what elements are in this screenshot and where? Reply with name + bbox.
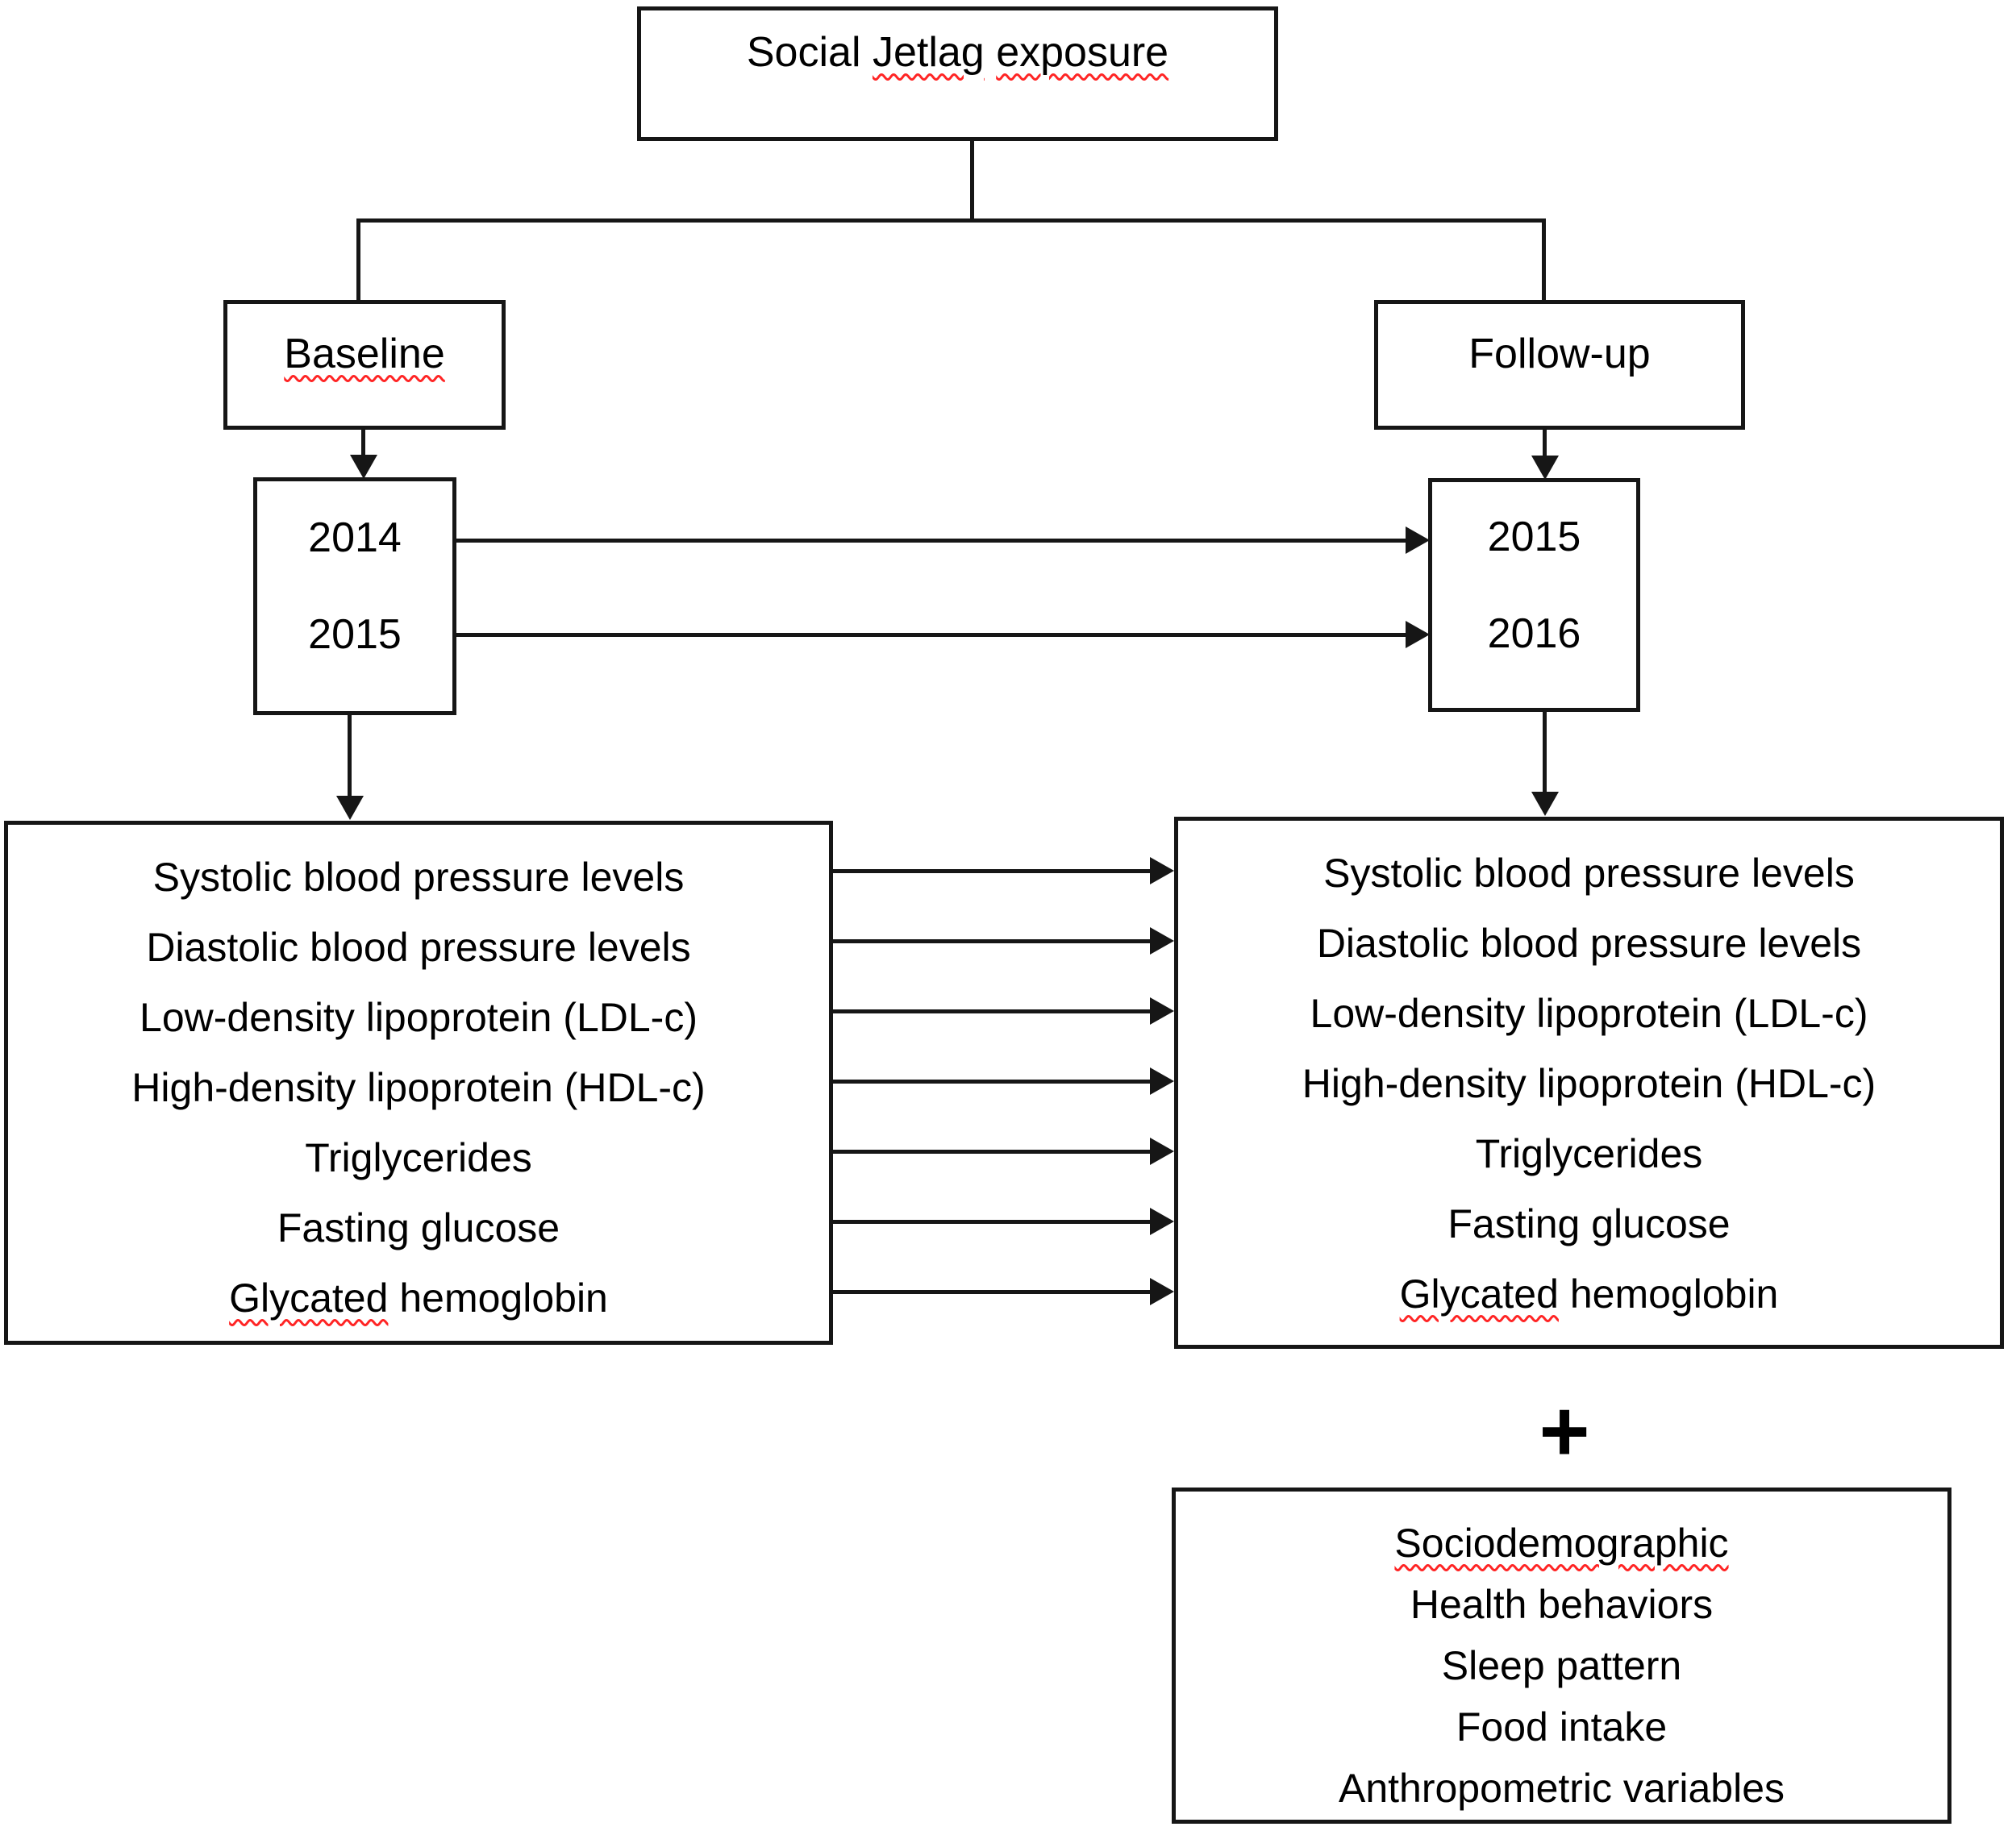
arrow-followupyears-to-outcomes-head [1531, 792, 1559, 816]
arrow-outcome-2-line [833, 939, 1152, 943]
connector-exposure-stem [970, 141, 974, 222]
arrow-outcome-2-head [1150, 927, 1174, 955]
arrow-year2-line [456, 633, 1407, 637]
baseline-label: Baseline [284, 331, 445, 377]
sociodemographic-word: Sociodemographic [1394, 1521, 1729, 1566]
followup-years-box: 2015 2016 [1428, 478, 1640, 712]
arrow-baselineyears-to-outcomes-line [348, 715, 352, 797]
followup-outcomes-box: Systolic blood pressure levels Diastolic… [1174, 817, 2004, 1349]
arrow-followup-to-years-head [1531, 456, 1559, 480]
outcome-line: High-density lipoprotein (HDL-c) [1302, 1061, 1876, 1106]
connector-drop-baseline [356, 218, 360, 300]
outcome-line: Low-density lipoprotein (LDL-c) [1310, 991, 1868, 1036]
hemoglobin-word: hemoglobin [399, 1275, 608, 1321]
exposure-word-social: Social [746, 29, 861, 76]
arrow-baseline-to-years-line [361, 430, 365, 459]
followup-year-2: 2016 [1487, 610, 1581, 657]
covariate-line: Health behaviors [1410, 1582, 1714, 1627]
glycated-word: Glycated [1399, 1271, 1559, 1317]
outcome-line: Fasting glucose [1447, 1201, 1731, 1246]
outcome-line: High-density lipoprotein (HDL-c) [131, 1065, 706, 1110]
exposure-word-exposure: exposure [996, 29, 1169, 76]
arrow-year1-line [456, 539, 1407, 543]
covariate-line: Anthropometric variables [1338, 1766, 1785, 1811]
arrow-year1-head [1406, 526, 1430, 554]
outcome-line-glycated: Glycated hemoglobin [1178, 1259, 2000, 1329]
exposure-word-jetlag: Jetlag [872, 29, 985, 76]
arrow-outcome-6-head [1150, 1208, 1174, 1235]
outcome-line: Diastolic blood pressure levels [1316, 921, 1862, 966]
baseline-outcomes-box: Systolic blood pressure levels Diastolic… [4, 821, 833, 1345]
plus-sign: + [1539, 1382, 1590, 1479]
arrow-year2-head [1406, 621, 1430, 648]
outcome-line: Systolic blood pressure levels [1323, 851, 1855, 896]
outcome-line: Diastolic blood pressure levels [146, 925, 691, 970]
arrow-outcome-4-line [833, 1080, 1152, 1084]
covariate-line: Sleep pattern [1441, 1643, 1682, 1688]
baseline-year-2: 2015 [308, 611, 402, 658]
arrow-outcome-4-head [1150, 1067, 1174, 1095]
outcome-line: Low-density lipoprotein (LDL-c) [140, 995, 698, 1040]
outcome-line-glycated: Glycated hemoglobin [8, 1263, 829, 1334]
covariates-box: Sociodemographic Health behaviors Sleep … [1172, 1488, 1951, 1824]
baseline-years-box: 2014 2015 [253, 477, 456, 715]
arrow-baselineyears-to-outcomes-head [336, 796, 364, 820]
arrow-outcome-6-line [833, 1220, 1152, 1224]
arrow-outcome-3-head [1150, 997, 1174, 1025]
followup-year-1: 2015 [1487, 514, 1581, 560]
arrow-outcome-7-head [1150, 1278, 1174, 1305]
followup-box: Follow-up [1374, 300, 1745, 430]
arrow-outcome-7-line [833, 1290, 1152, 1294]
covariate-line-sociodemographic: Sociodemographic [1176, 1513, 1947, 1574]
arrow-outcome-5-head [1150, 1138, 1174, 1165]
covariate-line: Food intake [1456, 1704, 1668, 1750]
glycated-word: Glycated [229, 1275, 389, 1321]
outcome-line: Systolic blood pressure levels [152, 855, 685, 900]
arrow-outcome-5-line [833, 1150, 1152, 1154]
followup-label: Follow-up [1468, 331, 1651, 377]
arrow-followup-to-years-line [1543, 430, 1547, 459]
hemoglobin-word: hemoglobin [1569, 1271, 1779, 1317]
arrow-followupyears-to-outcomes-line [1543, 712, 1547, 793]
baseline-box: Baseline [223, 300, 506, 430]
outcome-line: Triglycerides [1475, 1131, 1703, 1176]
arrow-outcome-1-head [1150, 857, 1174, 884]
outcome-line: Fasting glucose [277, 1205, 560, 1250]
arrow-baseline-to-years-head [350, 455, 377, 479]
arrow-outcome-3-line [833, 1009, 1152, 1013]
baseline-year-1: 2014 [308, 514, 402, 561]
connector-drop-followup [1542, 218, 1546, 300]
outcome-line: Triglycerides [305, 1135, 532, 1180]
exposure-box: Social Jetlag exposure [637, 6, 1278, 141]
connector-split-bar [356, 218, 1546, 223]
arrow-outcome-1-line [833, 869, 1152, 873]
